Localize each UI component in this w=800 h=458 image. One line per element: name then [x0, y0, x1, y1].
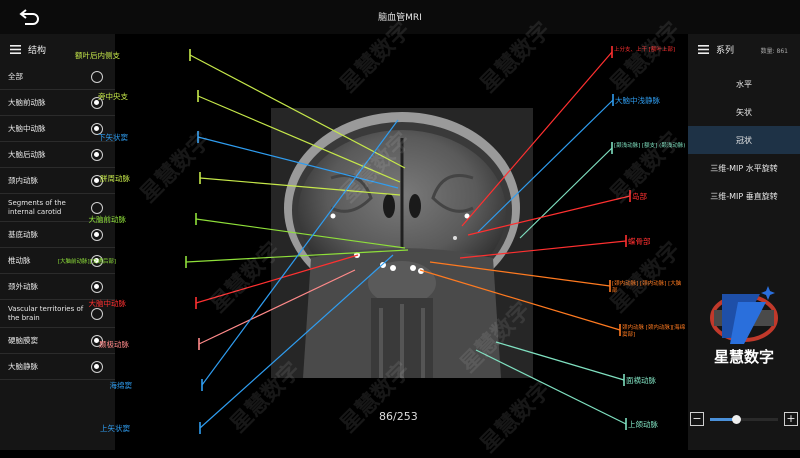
back-button[interactable]	[18, 6, 42, 28]
structure-header: 结构	[0, 34, 115, 64]
structure-item-label: 全部	[8, 72, 23, 81]
annotation-label[interactable]: 上颌动脉	[628, 420, 658, 429]
series-item[interactable]: 三维-MIP 水平旋转	[710, 163, 778, 173]
structure-item[interactable]: Segments of the internal carotid	[0, 194, 115, 222]
brand-name: 星慧数字	[713, 348, 774, 366]
annotation-label[interactable]: 颞极动脉	[99, 340, 129, 349]
annotation-label[interactable]: 胼周动脉	[100, 174, 130, 183]
series-count: 数量: 861	[760, 48, 788, 55]
structure-item-label: 基底动脉	[8, 230, 38, 239]
page-title: 脑血管MRI	[378, 13, 422, 23]
series-item[interactable]: 矢状	[736, 107, 752, 117]
series-item[interactable]: 冠状	[688, 126, 800, 154]
annotation-label[interactable]: 岛部	[632, 192, 647, 201]
slice-indicator: 86/253	[379, 410, 418, 423]
series-list: 水平矢状冠状三维-MIP 水平旋转三维-MIP 垂直旋转	[688, 70, 800, 210]
annotation-label[interactable]: 大脑中浅静脉	[615, 96, 660, 105]
structure-list: 全部大脑前动脉大脑中动脉大脑后动脉颈内动脉 Segments of the int…	[0, 64, 115, 380]
annotation-label[interactable]: 上分支、上干 [额叶上部]	[614, 47, 676, 53]
structure-item[interactable]: 大脑后动脉	[0, 142, 115, 168]
structure-item-radio[interactable]	[91, 280, 103, 293]
structure-title: 结构	[28, 45, 47, 56]
annotation-label[interactable]: [大脑前动脉][交通后部]	[57, 259, 116, 265]
annotation-label[interactable]: 额叶后内侧支	[75, 51, 120, 60]
structure-item-label: 大脑后动脉	[8, 150, 46, 159]
structure-item-radio[interactable]	[91, 70, 103, 83]
structure-item-radio[interactable]	[91, 96, 103, 109]
structure-item[interactable]: 椎动脉	[0, 248, 115, 274]
zoom-out-button[interactable]: −	[690, 412, 704, 426]
menu-icon	[698, 44, 709, 54]
structure-item-label: 椎动脉	[8, 256, 31, 265]
menu-icon	[10, 44, 21, 54]
top-bar: 脑血管MRI	[0, 0, 800, 34]
mri-image[interactable]	[271, 108, 533, 378]
structure-item[interactable]: 大脑前动脉	[0, 90, 115, 116]
structure-panel: 结构 全部大脑前动脉大脑中动脉大脑后动脉颈内动脉 Segments of the …	[0, 34, 115, 450]
series-item[interactable]: 水平	[736, 79, 752, 89]
annotation-label[interactable]: 大脑前动脉	[88, 215, 127, 224]
annotation-label[interactable]: 面横动脉	[626, 376, 656, 385]
annotation-label[interactable]: 海绵窦	[109, 381, 133, 390]
structure-item-label: 大脑前动脉	[8, 98, 46, 107]
leader-line	[519, 147, 613, 239]
structure-item-radio[interactable]	[91, 307, 103, 320]
watermark-text: 星慧数字	[475, 377, 556, 458]
structure-item[interactable]: 大脑中动脉	[0, 116, 115, 142]
structure-item-radio[interactable]	[91, 148, 103, 161]
brand-logo-icon	[710, 286, 778, 344]
structure-item-label: 大脑中动脉	[8, 124, 46, 133]
structure-item[interactable]: 颈外动脉	[0, 274, 115, 300]
zoom-slider[interactable]	[710, 415, 778, 424]
structure-item-radio[interactable]	[91, 254, 103, 267]
back-arrow-icon	[19, 9, 39, 25]
structure-item-radio[interactable]	[91, 174, 103, 187]
annotation-label[interactable]: 下矢状窦	[98, 133, 128, 142]
annotation-label[interactable]: 旁中央支	[98, 92, 128, 101]
zoom-slider-knob[interactable]	[731, 415, 741, 424]
zoom-in-button[interactable]: +	[784, 412, 798, 426]
annotation-label[interactable]: 颈内动脉 [颈内动脉][海绵窦部]	[622, 325, 686, 338]
annotation-label[interactable]: [颈内动脉] [颈内动脉] [大脑部	[612, 281, 682, 294]
series-item[interactable]: 三维-MIP 垂直旋转	[710, 191, 778, 201]
structure-item[interactable]: 基底动脉	[0, 222, 115, 248]
structure-item-label: 颈内动脉	[8, 176, 38, 185]
structure-item[interactable]: 全部	[0, 64, 115, 90]
structure-item[interactable]: Vascular territories of the brain	[0, 300, 115, 328]
structure-item-label: 颈外动脉	[8, 282, 38, 291]
structure-item-label: Segments of the internal carotid	[8, 198, 66, 216]
structure-item[interactable]: 颈内动脉	[0, 168, 115, 194]
series-header: 系列	[688, 34, 800, 64]
zoom-slider-fill	[710, 418, 736, 421]
annotation-label[interactable]: 蝶骨部	[628, 237, 651, 246]
structure-item-radio[interactable]	[91, 122, 103, 135]
series-panel: 系列 数量: 861 水平矢状冠状三维-MIP 水平旋转三维-MIP 垂直旋转 …	[688, 34, 800, 450]
structure-item[interactable]: 大脑静脉	[0, 354, 115, 380]
structure-item-label: Vascular territories of the brain	[8, 304, 84, 322]
structure-item[interactable]: 硬脑膜窦	[0, 328, 115, 354]
structure-item-radio[interactable]	[91, 334, 103, 347]
annotation-label[interactable]: [颞浅动脉] [额支] (颞浅动脉)	[614, 143, 686, 149]
watermark-text: 星慧数字	[135, 127, 216, 208]
structure-item-radio[interactable]	[91, 228, 103, 241]
annotation-label[interactable]: 上矢状窦	[100, 424, 130, 433]
structure-item-radio[interactable]	[91, 201, 103, 214]
structure-item-label: 硬脑膜窦	[8, 336, 38, 345]
series-title: 系列	[716, 45, 735, 56]
structure-item-label: 大脑静脉	[8, 362, 38, 371]
annotation-label[interactable]: 大脑中动脉	[88, 299, 127, 308]
structure-item-radio[interactable]	[91, 360, 103, 373]
mri-coronal-slice	[271, 108, 533, 378]
